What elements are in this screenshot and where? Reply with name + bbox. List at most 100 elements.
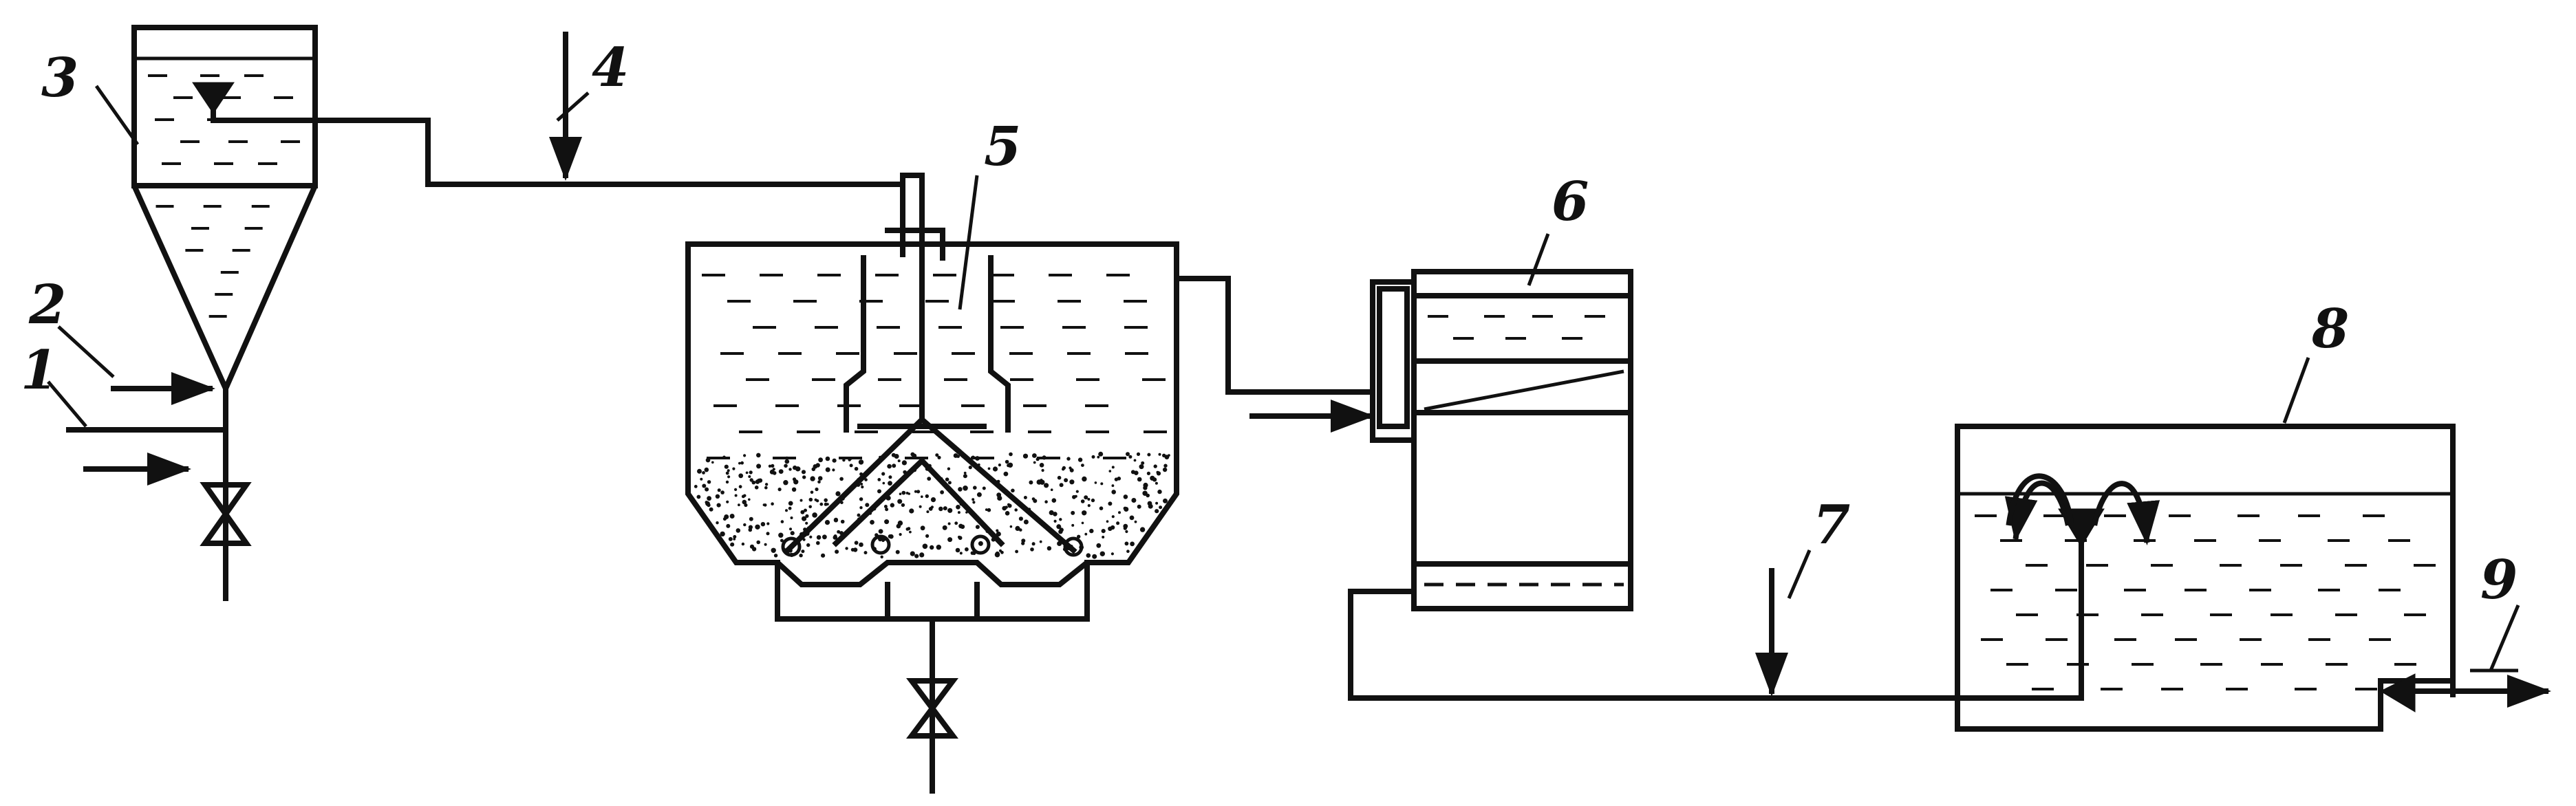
- sludge-dot: [1007, 462, 1013, 468]
- sludge-dot: [702, 483, 707, 488]
- sludge-dot: [947, 508, 953, 513]
- sludge-dot: [1156, 471, 1161, 476]
- sludge-dot: [738, 503, 740, 507]
- sludge-dot: [824, 520, 830, 525]
- sludge-dot: [1069, 479, 1075, 485]
- sludge-dot: [810, 490, 814, 494]
- sludge-dot: [883, 505, 888, 508]
- sludge-dot: [1134, 520, 1137, 523]
- sludge-dot: [1062, 468, 1065, 471]
- sludge-dot: [796, 467, 801, 471]
- sludge-dot: [916, 490, 921, 494]
- sludge-dot: [822, 534, 827, 540]
- sludge-dot: [709, 507, 713, 512]
- sludge-dot: [722, 455, 726, 459]
- sludge-dot: [777, 488, 782, 492]
- sludge-dot: [849, 464, 853, 468]
- sludge-dot: [845, 547, 848, 550]
- sludge-dot: [816, 535, 822, 540]
- sludge-dot: [742, 499, 747, 505]
- sludge-dot: [1071, 510, 1075, 515]
- sludge-dot: [771, 502, 774, 505]
- sludge-dot: [1129, 515, 1135, 521]
- sludge-dot: [1039, 540, 1042, 543]
- sludge-dot: [700, 477, 703, 481]
- sludge-dot: [1059, 483, 1064, 488]
- sludge-dot: [861, 486, 864, 489]
- sludge-dot: [957, 535, 961, 539]
- sludge-dot: [783, 480, 788, 486]
- sludge-dot: [919, 505, 922, 508]
- sludge-dot: [881, 472, 886, 476]
- sludge-dot: [1116, 521, 1120, 525]
- sludge-dot: [835, 491, 841, 497]
- sludge-dot: [1075, 490, 1079, 493]
- sludge-dot: [764, 486, 768, 490]
- sludge-dot: [802, 475, 806, 479]
- sludge-dot: [724, 514, 729, 519]
- sludge-dot: [833, 535, 838, 540]
- sludge-dot: [1066, 457, 1071, 461]
- sludge-dot: [817, 476, 823, 481]
- sludge-dot: [740, 461, 744, 465]
- sludge-dot: [927, 477, 932, 481]
- sludge-dot: [1157, 489, 1162, 494]
- sludge-dot: [1146, 493, 1150, 498]
- sludge-dot: [1071, 523, 1075, 527]
- sludge-dot: [953, 453, 958, 458]
- sludge-dot: [785, 456, 788, 459]
- sludge-dot: [947, 522, 951, 525]
- sludge-dot: [726, 523, 731, 528]
- sludge-dot: [839, 477, 844, 481]
- sludge-dot: [854, 541, 859, 545]
- sludge-dot: [1098, 451, 1104, 457]
- sludge-dot: [808, 497, 813, 502]
- sludge-dot: [704, 467, 709, 472]
- sludge-dot: [1110, 552, 1114, 556]
- sludge-dot: [1087, 498, 1091, 501]
- sludge-dot: [859, 497, 863, 501]
- sludge-dot: [815, 487, 819, 492]
- sludge-dot: [1163, 498, 1168, 503]
- sludge-dot: [702, 471, 705, 475]
- sludge-dot: [899, 492, 902, 495]
- sludge-dot: [995, 551, 1000, 556]
- sludge-dot: [894, 454, 899, 459]
- sludge-dot: [1082, 510, 1087, 516]
- sludge-dot: [958, 487, 963, 492]
- sludge-dot: [1141, 461, 1145, 465]
- sludge-dot: [835, 549, 839, 554]
- settler-tank: [685, 182, 1372, 794]
- sludge-dot: [1049, 510, 1054, 516]
- sludge-dot: [725, 480, 729, 484]
- sludge-dot: [1059, 518, 1062, 521]
- sludge-dot: [707, 496, 711, 501]
- sludge-dot: [738, 473, 744, 479]
- sludge-dot: [976, 492, 982, 497]
- sludge-dot: [756, 540, 760, 545]
- sludge-dot: [1029, 480, 1033, 485]
- sludge-dot: [751, 480, 756, 485]
- sludge-dot: [930, 545, 934, 550]
- sludge-dot: [1137, 504, 1141, 509]
- sludge-dot: [748, 498, 751, 501]
- sludge-dot: [1091, 455, 1095, 459]
- sludge-dot: [1086, 553, 1091, 558]
- leader-line: [47, 380, 87, 428]
- sludge-dot: [733, 535, 737, 538]
- sludge-dot: [1015, 525, 1020, 532]
- sludge-dot: [792, 477, 797, 481]
- sludge-dot: [705, 457, 711, 463]
- sludge-dot: [741, 494, 745, 499]
- sludge-dot: [1111, 466, 1115, 469]
- level-marker-icon: [192, 82, 235, 114]
- sludge-dot: [1163, 464, 1168, 468]
- sludge-dot: [1100, 482, 1104, 486]
- sludge-dot: [1099, 551, 1106, 556]
- sludge-dot: [955, 547, 960, 553]
- sludge-dot: [930, 505, 934, 509]
- sludge-dot: [732, 467, 736, 470]
- sludge-dot: [1014, 508, 1018, 512]
- sludge-dot: [1130, 541, 1135, 547]
